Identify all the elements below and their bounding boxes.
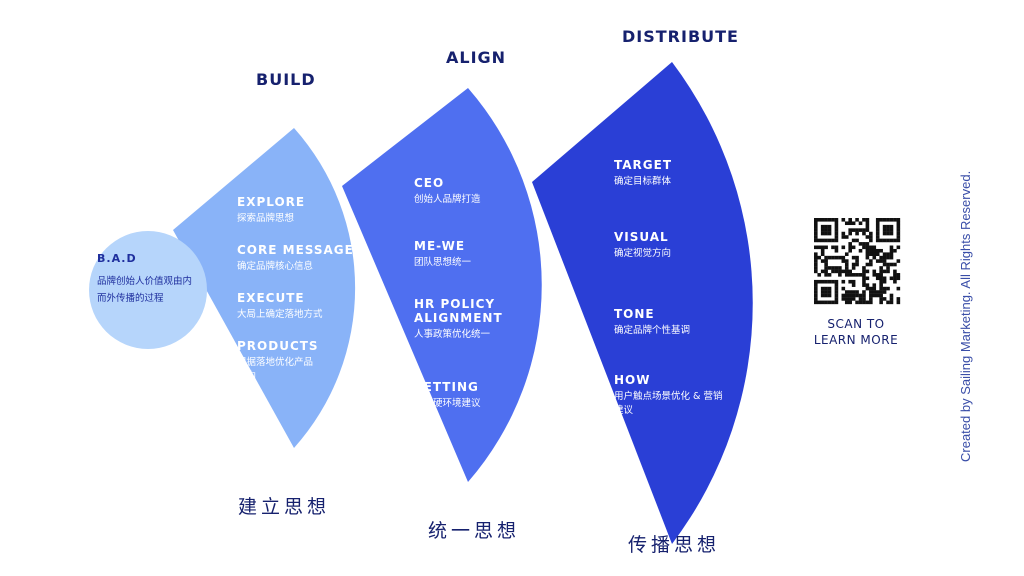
distribute-subtitle-zh: 传播思想 xyxy=(628,534,721,556)
build-fan xyxy=(173,128,356,448)
bad-content: B.A.D 品牌创始人价值观由内而外传播的过程 xyxy=(97,252,197,307)
build-item-desc: 确定品牌核心信息 xyxy=(237,261,314,272)
align-item-title: CEO xyxy=(414,176,445,190)
build-item-products: PRODUCTS 根据落地优化产品方向 xyxy=(237,339,321,384)
align-item-hr-policy: HR POLICY ALIGNMENT 人事政策优化统一 xyxy=(414,297,514,342)
distribute-item-target: TARGET 确定目标群体 xyxy=(614,158,734,189)
align-subtitle-zh: 统一思想 xyxy=(428,520,521,542)
align-item-desc: 公司硬环境建议 xyxy=(414,398,481,409)
build-item-desc: 探索品牌思想 xyxy=(237,213,295,224)
align-fan xyxy=(342,88,542,482)
build-item-desc: 根据落地优化产品方向 xyxy=(237,357,314,382)
align-title: ALIGN xyxy=(446,48,507,67)
distribute-item-title: TONE xyxy=(614,307,655,321)
align-item-desc: 人事政策优化统一 xyxy=(414,329,491,340)
build-subtitle-zh: 建立思想 xyxy=(238,496,331,518)
qr-code-icon[interactable] xyxy=(814,218,901,305)
distribute-item-how: HOW 用户触点场景优化 & 营销建议 xyxy=(614,373,726,418)
distribute-fan xyxy=(532,62,753,544)
build-item-explore: EXPLORE 探索品牌思想 xyxy=(237,195,345,226)
build-item-core-message: CORE MESSAGE 确定品牌核心信息 xyxy=(237,243,355,274)
distribute-item-title: TARGET xyxy=(614,158,673,172)
align-item-title: SETTING xyxy=(414,380,479,394)
align-item-title: ME-WE xyxy=(414,239,466,253)
build-item-desc: 大局上确定落地方式 xyxy=(237,309,323,320)
distribute-item-desc: 确定目标群体 xyxy=(614,176,672,187)
bad-circle xyxy=(89,231,207,349)
distribute-item-desc: 确定视觉方向 xyxy=(614,248,672,259)
align-item-desc: 团队思想统一 xyxy=(414,257,472,268)
align-item-ceo: CEO 创始人品牌打造 xyxy=(414,176,524,207)
distribute-item-desc: 用户触点场景优化 & 营销建议 xyxy=(614,391,723,416)
copyright-credit: Created by Sailing Marketing. All Rights… xyxy=(958,170,973,462)
bad-description: 品牌创始人价值观由内而外传播的过程 xyxy=(97,276,193,304)
build-item-title: CORE MESSAGE xyxy=(237,243,354,257)
align-item-title: HR POLICY ALIGNMENT xyxy=(414,297,503,325)
distribute-item-desc: 确定品牌个性基调 xyxy=(614,325,691,336)
align-item-setting: SETTING 公司硬环境建议 xyxy=(414,380,524,411)
build-item-title: EXPLORE xyxy=(237,195,306,209)
distribute-item-title: VISUAL xyxy=(614,230,669,244)
build-title: BUILD xyxy=(256,70,316,89)
distribute-item-visual: VISUAL 确定视觉方向 xyxy=(614,230,734,261)
build-item-title: EXECUTE xyxy=(237,291,305,305)
align-item-me-we: ME-WE 团队思想统一 xyxy=(414,239,524,270)
distribute-item-title: HOW xyxy=(614,373,651,387)
build-item-execute: EXECUTE 大局上确定落地方式 xyxy=(237,291,349,322)
align-item-desc: 创始人品牌打造 xyxy=(414,194,481,205)
distribute-item-tone: TONE 确定品牌个性基调 xyxy=(614,307,734,338)
build-item-title: PRODUCTS xyxy=(237,339,319,353)
bad-title: B.A.D xyxy=(97,252,137,265)
distribute-title: DISTRIBUTE xyxy=(622,27,739,46)
scan-label: SCAN TO LEARN MORE xyxy=(813,317,899,347)
